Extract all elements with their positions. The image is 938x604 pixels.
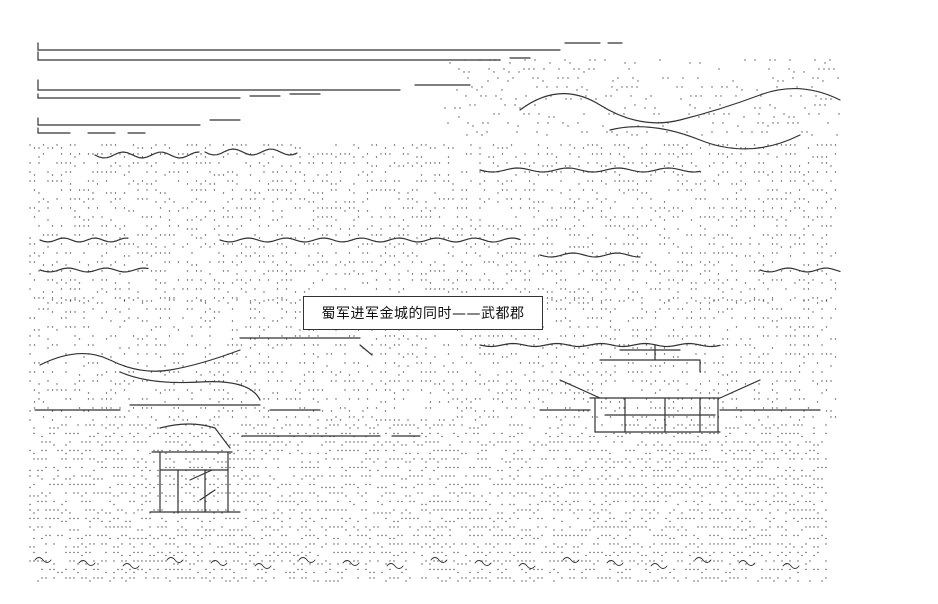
stroke-lines [34,42,841,569]
caption-box: 蜀军进军金城的同时——武都郡 [303,296,543,330]
caption-text: 蜀军进军金城的同时——武都郡 [321,306,525,322]
